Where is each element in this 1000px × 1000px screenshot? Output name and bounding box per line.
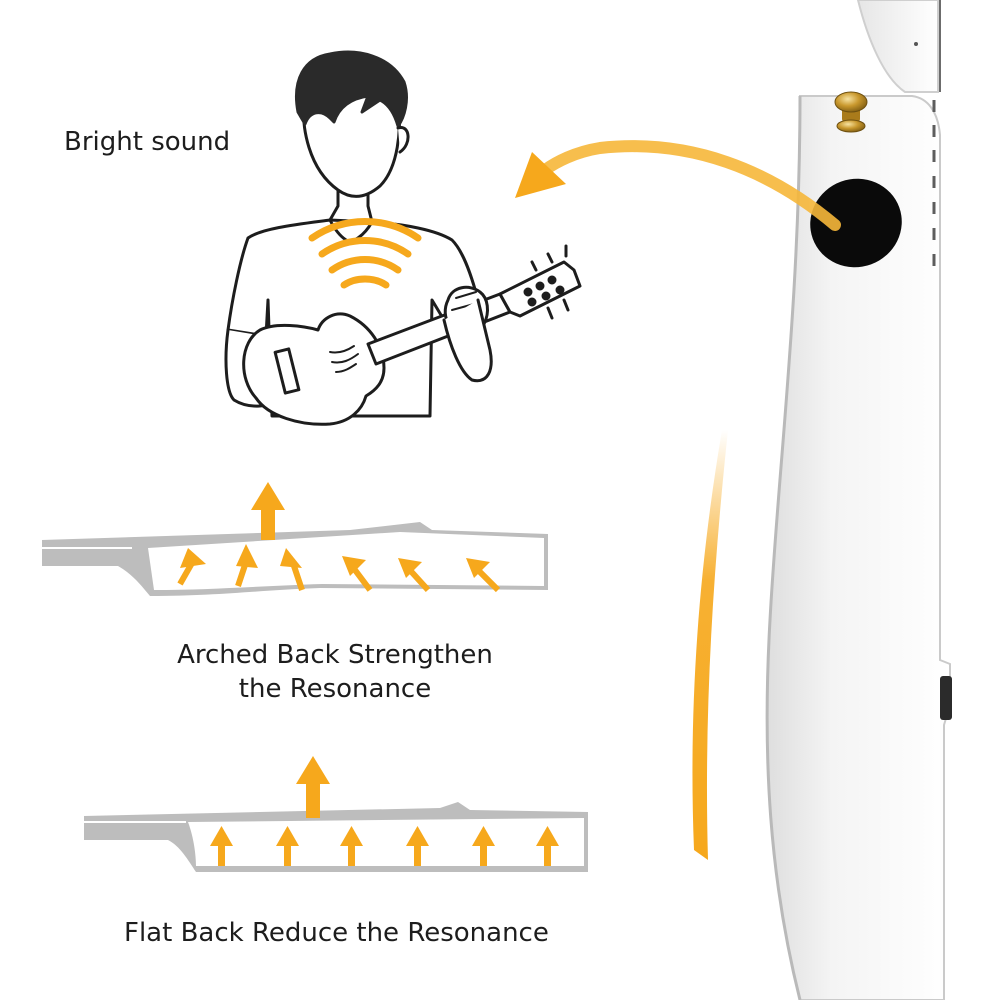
resonance-arrow-icon [296, 756, 330, 818]
curved-arrow-icon [515, 140, 841, 231]
bright-sound-label: Bright sound [64, 127, 231, 157]
arched-back-diagram [42, 482, 548, 596]
arched-back-label-line2: the Resonance [238, 674, 432, 704]
resonance-arrow-icon [251, 482, 285, 540]
strap-button [834, 91, 868, 133]
interior-arrows [210, 826, 559, 866]
arched-back-label: Arched Back Strengthen the Resonance [140, 638, 530, 706]
flat-back-diagram [84, 756, 588, 872]
resonance-swoosh [692, 430, 728, 860]
sound-port [810, 178, 902, 268]
sound-wave-icon [308, 218, 422, 289]
ukulele-side-view [765, 0, 952, 1000]
arched-back-label-line1: Arched Back Strengthen [177, 640, 493, 670]
person-playing-ukulele [224, 50, 582, 426]
flat-back-label: Flat Back Reduce the Resonance [124, 918, 549, 948]
